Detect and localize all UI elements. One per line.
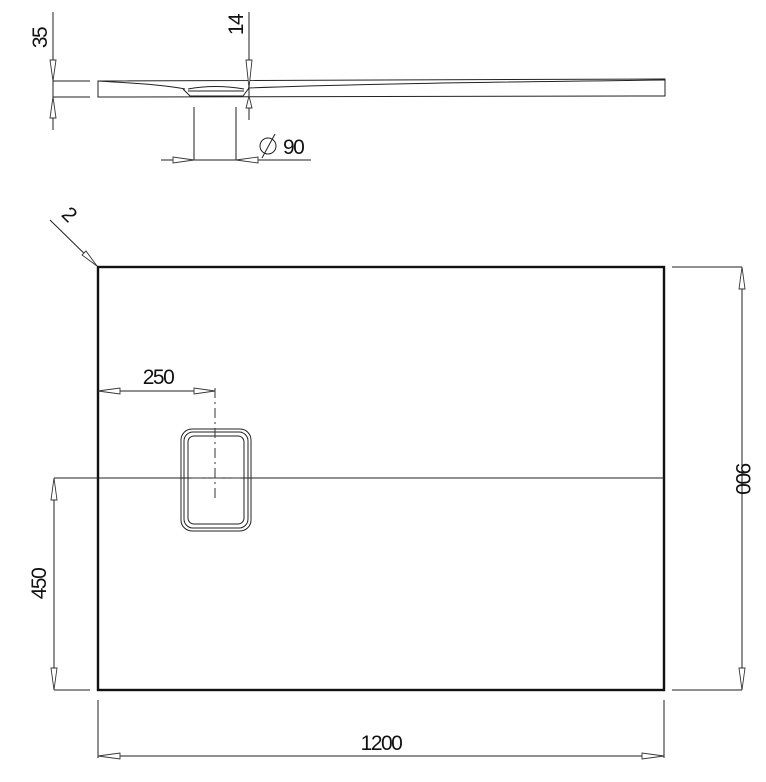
side-view: 35 14 90 (29, 12, 666, 164)
dimension-900: 900 (672, 266, 754, 691)
dimension-corner-radius-2: 2 (49, 203, 98, 267)
dim-label-250: 250 (143, 366, 174, 389)
dimension-250: 250 (97, 366, 216, 395)
dim-label-450: 450 (28, 568, 51, 599)
dimension-35: 35 (29, 12, 90, 130)
dimension-14: 14 (225, 12, 253, 120)
dimension-450: 450 (28, 477, 98, 691)
dim-label-90: 90 (283, 136, 304, 159)
dim-label-35: 35 (29, 27, 52, 48)
dimension-diameter-90: 90 (161, 107, 311, 164)
dimension-1200: 1200 (97, 700, 665, 760)
drain (180, 388, 252, 532)
top-view: 2 250 450 900 (28, 203, 754, 760)
dim-label-2: 2 (57, 203, 81, 227)
dim-label-900: 900 (731, 463, 754, 494)
dim-label-1200: 1200 (361, 732, 403, 755)
dim-label-14: 14 (225, 13, 248, 35)
